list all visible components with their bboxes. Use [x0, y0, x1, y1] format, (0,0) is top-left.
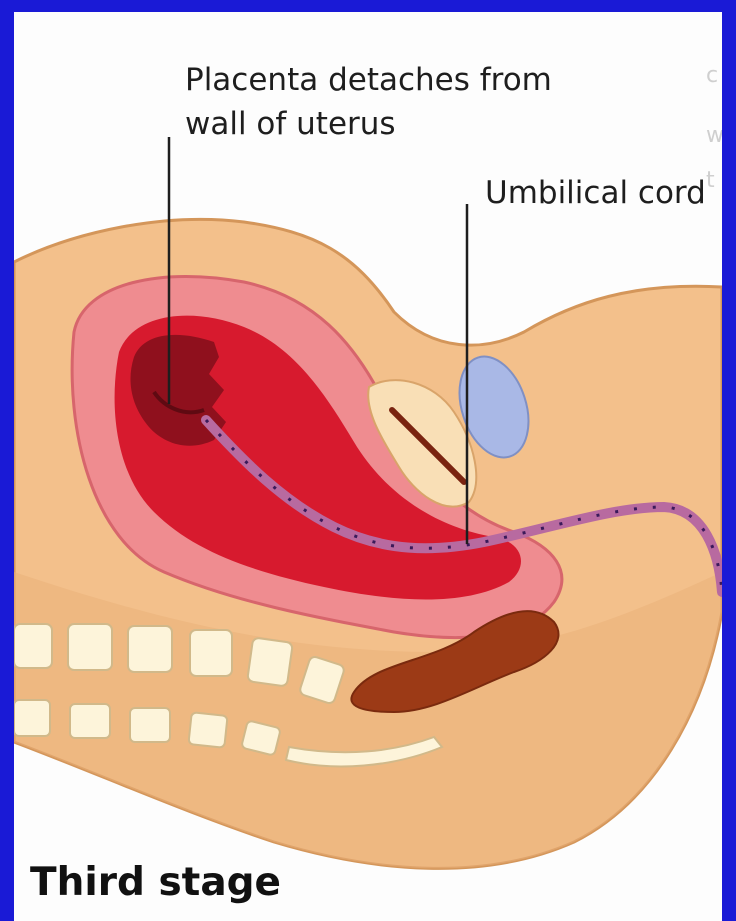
umbilical-cord-label: Umbilical cord	[485, 173, 706, 213]
stage-caption: Third stage	[30, 860, 281, 905]
svg-text:t: t	[706, 168, 715, 193]
bleed-through-text: c w t	[706, 63, 722, 193]
placenta-label-line2: wall of uterus	[185, 104, 396, 144]
diagram-panel: c w t	[14, 12, 722, 921]
placenta-label-line1: Placenta detaches from	[185, 60, 552, 100]
svg-text:w: w	[706, 123, 722, 148]
third-stage-labour-illustration: c w t	[14, 12, 722, 921]
svg-text:c: c	[706, 63, 718, 88]
